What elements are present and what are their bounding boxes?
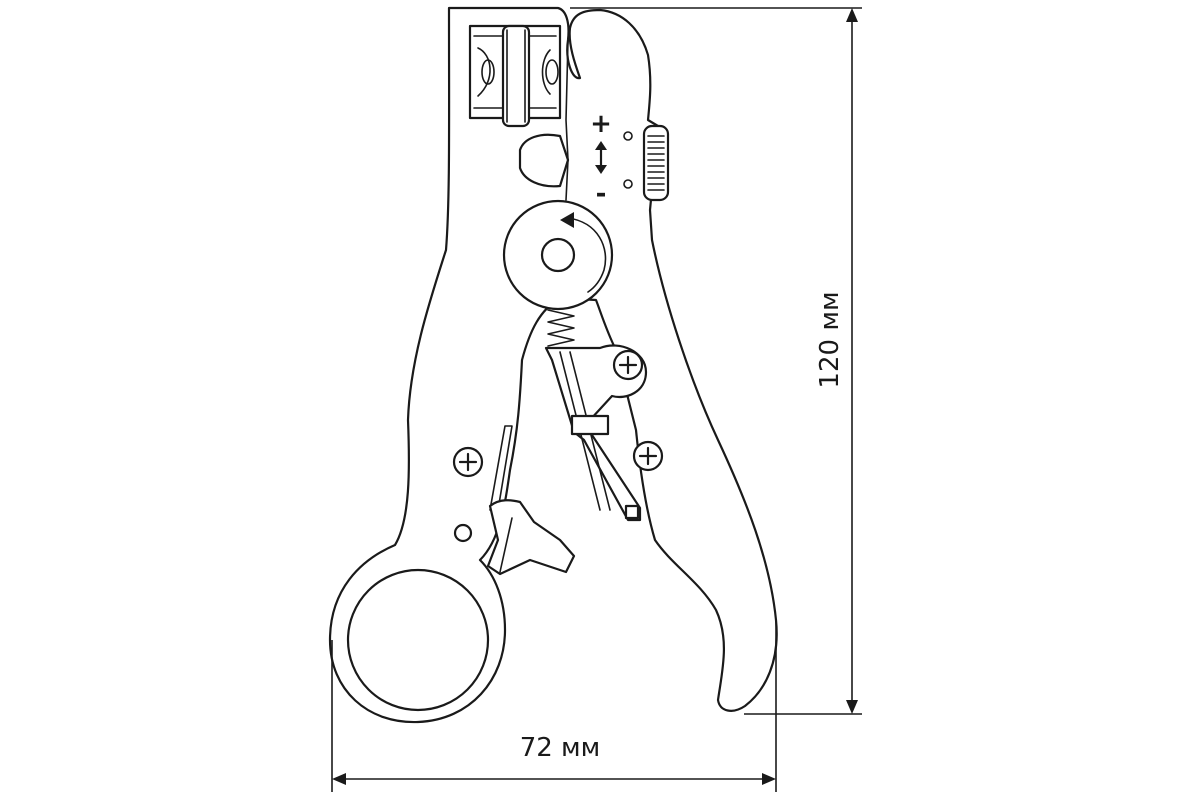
rotary-wheel — [502, 199, 614, 311]
pivot-hole — [453, 523, 473, 543]
height-dimension: 120 мм — [570, 7, 862, 715]
depth-adjust-markings: + - — [590, 109, 633, 209]
blade-housing — [468, 24, 562, 128]
up-down-arrow-icon — [595, 141, 607, 174]
finger-loop — [346, 568, 490, 712]
depth-adjust-knob — [642, 124, 670, 202]
jaw-seam — [565, 39, 569, 201]
indicator-dot-top — [623, 131, 633, 141]
screw-top-right — [612, 349, 644, 381]
indicator-dot-bottom — [623, 179, 633, 189]
screw-middle-right — [632, 440, 664, 472]
rotation-arrow-icon — [567, 217, 607, 293]
blade-roller — [501, 24, 531, 128]
width-dimension: 72 мм — [331, 620, 777, 792]
cutting-blade — [518, 133, 570, 188]
plus-sign: + — [590, 109, 612, 139]
return-spring — [547, 309, 575, 347]
height-label: 120 мм — [815, 291, 845, 388]
lever-plate — [544, 344, 648, 522]
width-label: 72 мм — [520, 733, 601, 763]
lock-latch — [486, 425, 576, 576]
slider-block — [570, 414, 610, 436]
wheel-hub — [540, 237, 576, 273]
screw-left — [452, 446, 484, 478]
minus-sign: - — [596, 179, 607, 209]
